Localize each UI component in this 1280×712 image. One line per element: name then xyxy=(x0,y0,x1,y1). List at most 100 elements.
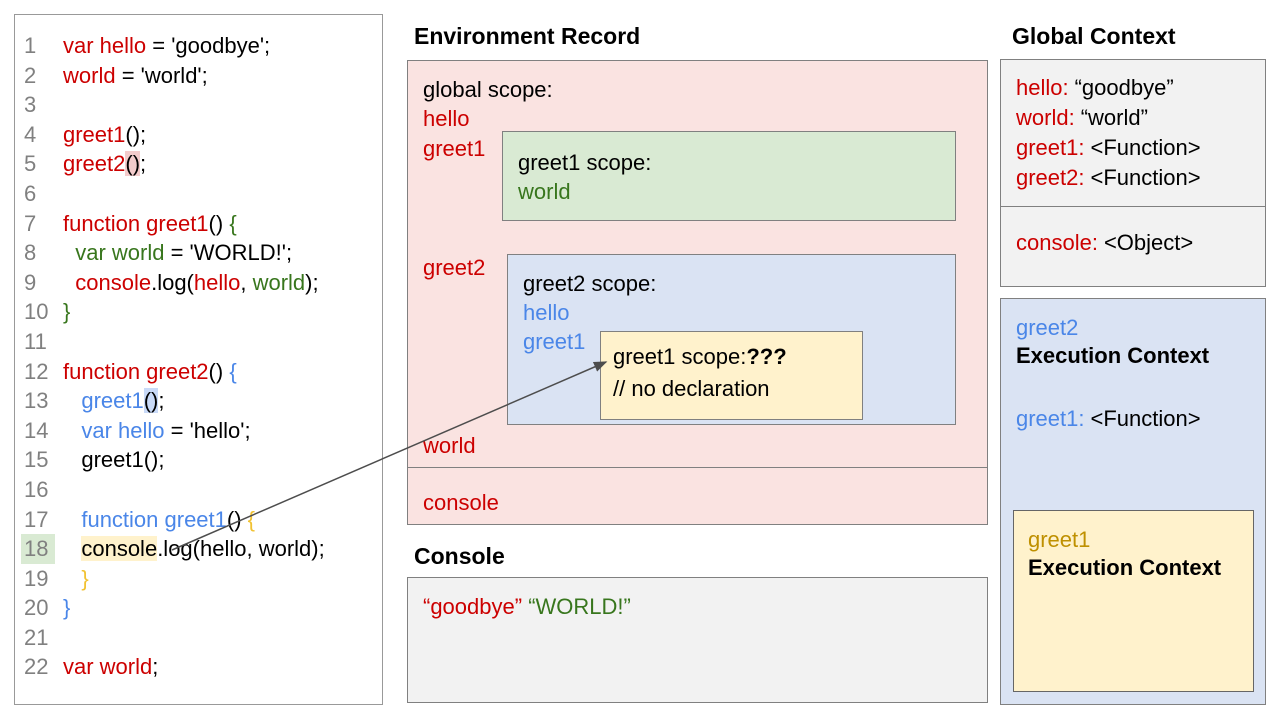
code-text: console.log(hello, world); xyxy=(63,268,319,298)
code-line: 15 greet1(); xyxy=(15,445,382,475)
code-segment: } xyxy=(63,299,71,325)
code-segment xyxy=(63,536,81,561)
code-line: 12 function greet2() { xyxy=(15,357,382,387)
code-segment: { xyxy=(229,358,237,384)
code-segment: greet1 xyxy=(63,121,126,147)
code-segment: ); xyxy=(305,269,319,295)
global-scope-label: global scope: xyxy=(423,77,553,102)
environment-record-global-scope-box: global scope: hello greet1 greet1 scope:… xyxy=(407,60,988,468)
code-text: greet1(); xyxy=(63,386,165,416)
code-line: 22 var world; xyxy=(15,652,382,682)
code-segment: function greet1 xyxy=(63,210,209,236)
console-output: “goodbye” “WORLD!” xyxy=(423,594,631,620)
greet1-scope-var-world: world xyxy=(518,179,571,204)
code-segment: function greet1 xyxy=(81,506,227,532)
line-number: 15 xyxy=(24,447,49,473)
env-var-world: world xyxy=(423,433,476,458)
env-var-console: console xyxy=(423,489,499,515)
code-segment: var hello xyxy=(63,33,147,58)
code-segment: = 'goodbye'; xyxy=(146,33,271,58)
code-line: 14 var hello = 'hello'; xyxy=(15,416,382,446)
code-segment: = 'world'; xyxy=(115,62,208,88)
code-text: greet1(); xyxy=(63,120,146,150)
code-segment: , xyxy=(240,269,253,295)
entry-value: “goodbye” xyxy=(1074,75,1174,100)
code-line: 6 xyxy=(15,179,382,209)
code-line: 9 console.log(hello, world); xyxy=(15,268,382,298)
line-number: 17 xyxy=(24,506,49,532)
line-number: 22 xyxy=(24,654,49,680)
code-text: greet1(); xyxy=(63,445,165,475)
code-text: var world; xyxy=(63,652,158,682)
code-segment: ; xyxy=(152,654,159,680)
code-text: var hello = 'hello'; xyxy=(63,416,251,446)
context-entry: hello:“goodbye” xyxy=(1016,73,1201,103)
greet2-ec-name: greet2 xyxy=(1016,315,1079,340)
entry-value: <Function> xyxy=(1090,406,1201,431)
code-segment: } xyxy=(81,565,89,591)
code-segment xyxy=(63,507,81,532)
env-var-greet2: greet2 xyxy=(423,255,486,280)
code-line: 3 xyxy=(15,90,382,120)
entry-name: greet2: xyxy=(1016,165,1085,190)
code-segment: console xyxy=(81,536,158,562)
no-declaration-comment: // no declaration xyxy=(613,376,770,401)
code-line: 19 } xyxy=(15,564,382,594)
global-context-title: Global Context xyxy=(1012,23,1176,49)
code-line: 17 function greet1() { xyxy=(15,505,382,535)
code-segment: function greet2 xyxy=(63,358,209,384)
code-text: } xyxy=(63,564,89,594)
code-segment: hello xyxy=(193,269,241,295)
code-segment xyxy=(63,418,81,443)
code-segment: () xyxy=(125,151,141,177)
entry-value: <Function> xyxy=(1090,165,1201,190)
line-number: 11 xyxy=(24,328,47,354)
context-entry: world:“world” xyxy=(1016,103,1201,133)
code-line: 11 xyxy=(15,327,382,357)
code-text: var hello = 'goodbye'; xyxy=(63,31,270,61)
console-title: Console xyxy=(414,543,505,569)
code-segment: var world xyxy=(75,240,165,266)
global-context-console-box: console:<Object> xyxy=(1000,205,1266,287)
code-text: greet2(); xyxy=(63,149,146,179)
env-var-hello: hello xyxy=(423,106,470,131)
line-number: 3 xyxy=(24,92,37,118)
global-context-vars-box: hello:“goodbye”world:“world”greet1:<Func… xyxy=(1000,59,1266,207)
code-segment: (); xyxy=(125,121,147,147)
entry-name: greet1: xyxy=(1016,406,1085,431)
console-segment: “WORLD!” xyxy=(528,594,631,619)
code-segment xyxy=(63,240,75,265)
code-segment: greet1(); xyxy=(81,447,165,473)
code-segment: { xyxy=(247,506,256,532)
code-line: 21 xyxy=(15,623,382,653)
line-number: 21 xyxy=(24,624,49,650)
code-segment xyxy=(63,447,81,472)
environment-record-console-strip: console xyxy=(407,466,988,525)
greet1-execution-context-box: greet1 Execution Context xyxy=(1013,510,1254,692)
code-segment: () xyxy=(208,358,230,384)
greet1-ec-label: Execution Context xyxy=(1028,555,1222,580)
line-number: 12 xyxy=(24,358,49,384)
entry-value: <Object> xyxy=(1103,229,1194,255)
code-segment: = 'hello'; xyxy=(164,417,251,443)
entry-name: world: xyxy=(1016,105,1075,130)
code-segment xyxy=(63,388,81,413)
code-text: function greet1() { xyxy=(63,505,255,535)
line-number: 18 xyxy=(21,534,55,564)
greet2-ec-label: Execution Context xyxy=(1016,343,1210,368)
context-entry: greet1:<Function> xyxy=(1016,133,1201,163)
unknown-marker: ??? xyxy=(746,344,787,369)
greet2-scope-var-hello: hello xyxy=(523,300,570,325)
greet2-scope-var-greet1: greet1 xyxy=(523,329,586,354)
line-number: 16 xyxy=(24,476,49,502)
console-segment: “goodbye” xyxy=(423,594,523,619)
code-line: 8 var world = 'WORLD!'; xyxy=(15,238,382,268)
entry-name: greet1: xyxy=(1016,135,1085,160)
code-text: function greet2() { xyxy=(63,357,237,387)
code-segment: var hello xyxy=(81,417,165,443)
global-context-console-entry: console:<Object> xyxy=(1016,228,1193,258)
